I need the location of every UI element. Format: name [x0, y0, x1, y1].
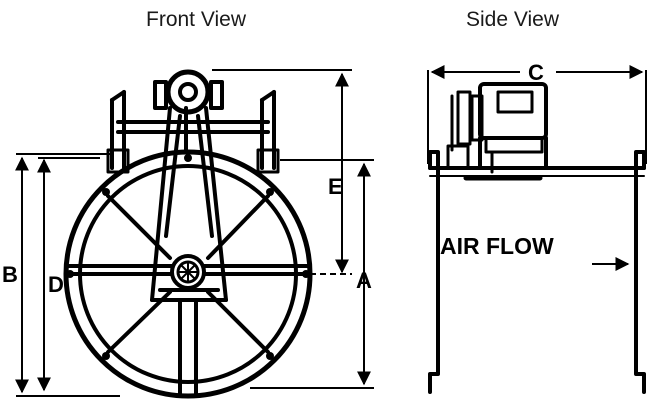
air-flow-label: AIR FLOW	[440, 233, 554, 259]
motor-mount-frame	[106, 90, 280, 174]
fan-hub	[170, 254, 206, 290]
side-view-title: Side View	[466, 8, 560, 31]
dimension-label-a: A	[356, 268, 372, 293]
fan-housing	[428, 150, 646, 394]
dimension-label-d: D	[48, 272, 64, 297]
dimension-label-b: B	[2, 262, 18, 287]
motor-pulley	[153, 69, 224, 115]
side-motor	[446, 82, 548, 181]
front-view-title: Front View	[146, 8, 246, 31]
rim-bolts	[66, 154, 310, 360]
side-view	[428, 82, 646, 394]
dimension-label-c: C	[528, 60, 544, 85]
dimension-label-e: E	[328, 174, 343, 199]
side-dimension-lines	[427, 65, 647, 271]
front-dimension-lines	[15, 69, 374, 397]
front-view	[63, 69, 313, 399]
